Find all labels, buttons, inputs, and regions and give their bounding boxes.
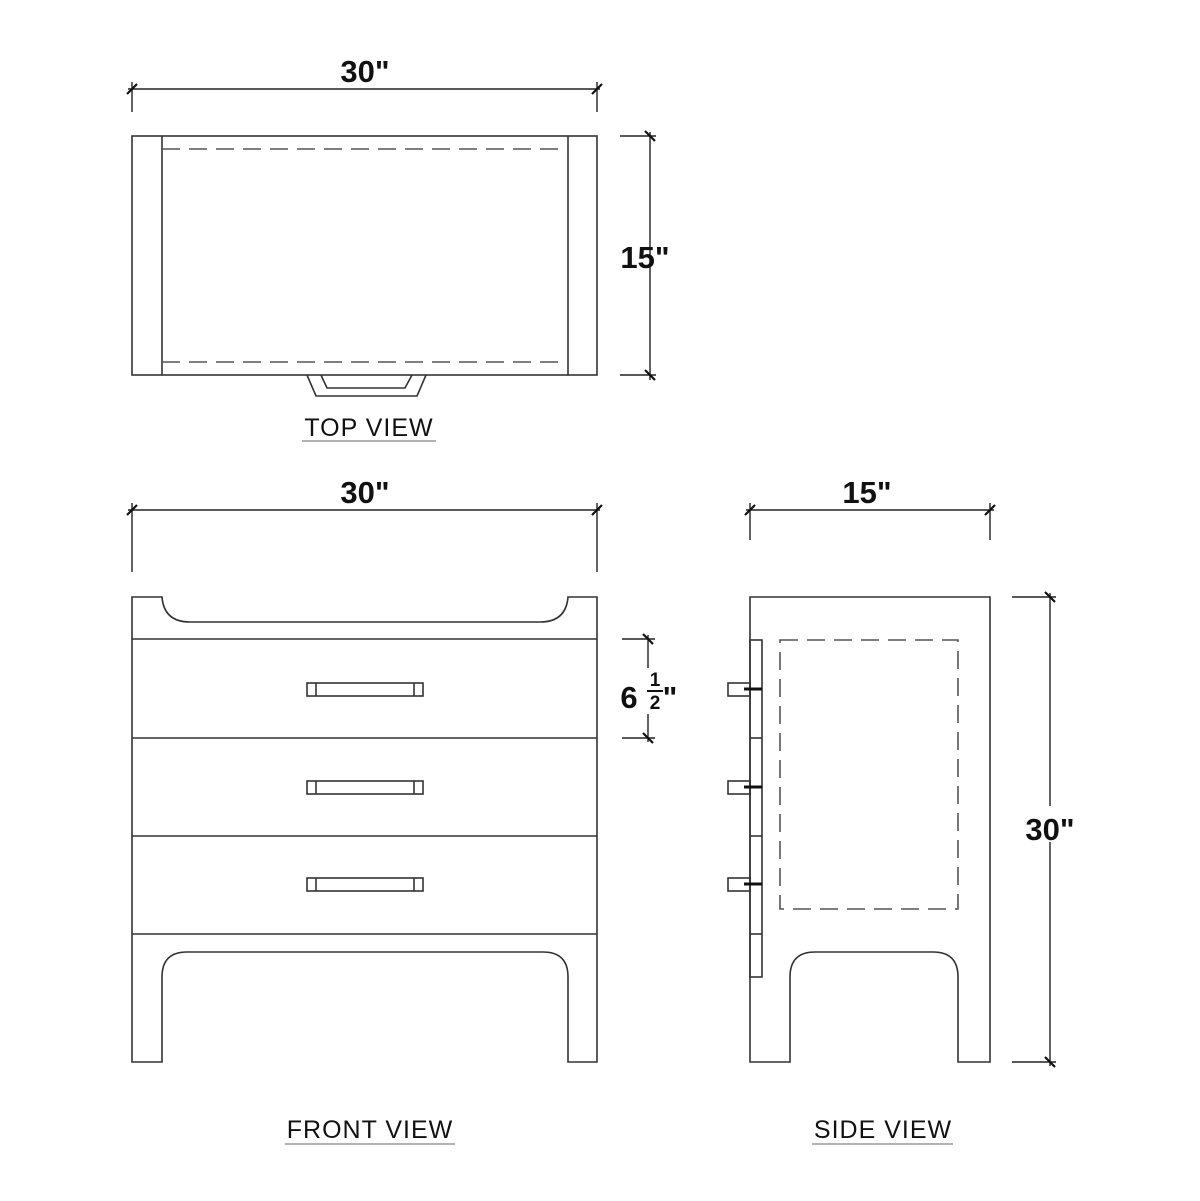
drawer-handle (306, 780, 424, 795)
front-width-label: 30" (340, 475, 389, 510)
drawer-dim-whole: 6 (620, 680, 637, 715)
side-handle (727, 682, 762, 697)
top-width-dimension: 30" (126, 54, 603, 112)
side-handle (727, 877, 762, 892)
drawer-handle (306, 877, 424, 892)
top-outline (131, 135, 598, 376)
side-height-label: 30" (1025, 812, 1074, 847)
side-view-label: SIDE VIEW (814, 1116, 952, 1144)
top-depth-dimension: 15" (620, 130, 670, 381)
top-view-label: TOP VIEW (304, 414, 433, 442)
drawer-dim-unit: " (663, 680, 678, 715)
side-outline (749, 596, 991, 1063)
side-view: 15" 30" SIDE VIEW (727, 475, 1078, 1145)
top-view: 30" 15" TOP VIEW (126, 54, 670, 442)
side-height-dimension: 30" (1012, 591, 1078, 1068)
side-handle (727, 780, 762, 795)
top-width-label: 30" (340, 54, 389, 89)
drawer-dim-denominator: 2 (650, 693, 661, 714)
side-hidden-case (779, 639, 959, 910)
side-depth-label: 15" (842, 475, 891, 510)
top-depth-label: 15" (620, 240, 669, 275)
side-drawer-fronts (749, 639, 763, 978)
top-handle (306, 374, 427, 397)
front-outline (131, 596, 598, 1063)
side-depth-dimension: 15" (744, 475, 996, 540)
front-width-dimension: 30" (126, 475, 603, 572)
drawer-height-dimension: 6 1 2 " (616, 633, 678, 744)
drawer-handle (306, 682, 424, 697)
front-view: 30" 6 1 2 " FRONT VIEW (126, 475, 678, 1145)
drawer-dim-numerator: 1 (650, 670, 661, 691)
front-view-label: FRONT VIEW (287, 1116, 453, 1144)
